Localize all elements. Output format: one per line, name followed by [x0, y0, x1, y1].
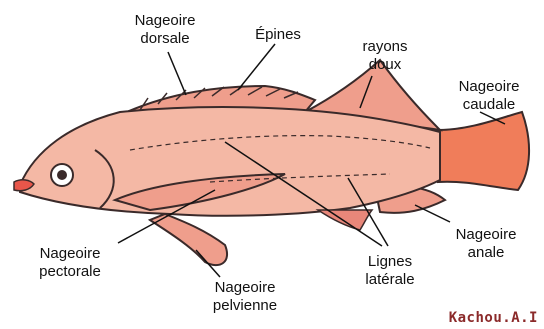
- label-nageoire-caudale: Nageoire caudale: [444, 78, 534, 114]
- caudal-fin-shape: [438, 112, 529, 190]
- leader-anale: [415, 205, 450, 222]
- pelvic-fin-shape: [150, 214, 227, 265]
- label-rayons-doux: rayons doux: [345, 38, 425, 74]
- label-nageoire-anale: Nageoire anale: [438, 226, 534, 262]
- author-credit: Kachou.A.I: [449, 310, 538, 326]
- label-epines: Épines: [243, 26, 313, 44]
- leader-dorsal: [168, 52, 186, 95]
- label-nageoire-pelvienne: Nageoire pelvienne: [195, 279, 295, 315]
- eye-pupil: [57, 170, 67, 180]
- label-nageoire-pectorale: Nageoire pectorale: [20, 245, 120, 281]
- lower-rays-shape: [318, 210, 372, 230]
- leader-epines: [238, 44, 275, 90]
- label-lignes-laterale: Lignes latérale: [345, 253, 435, 289]
- label-nageoire-dorsale: Nageoire dorsale: [110, 12, 220, 48]
- fish-body-shape: [20, 107, 440, 216]
